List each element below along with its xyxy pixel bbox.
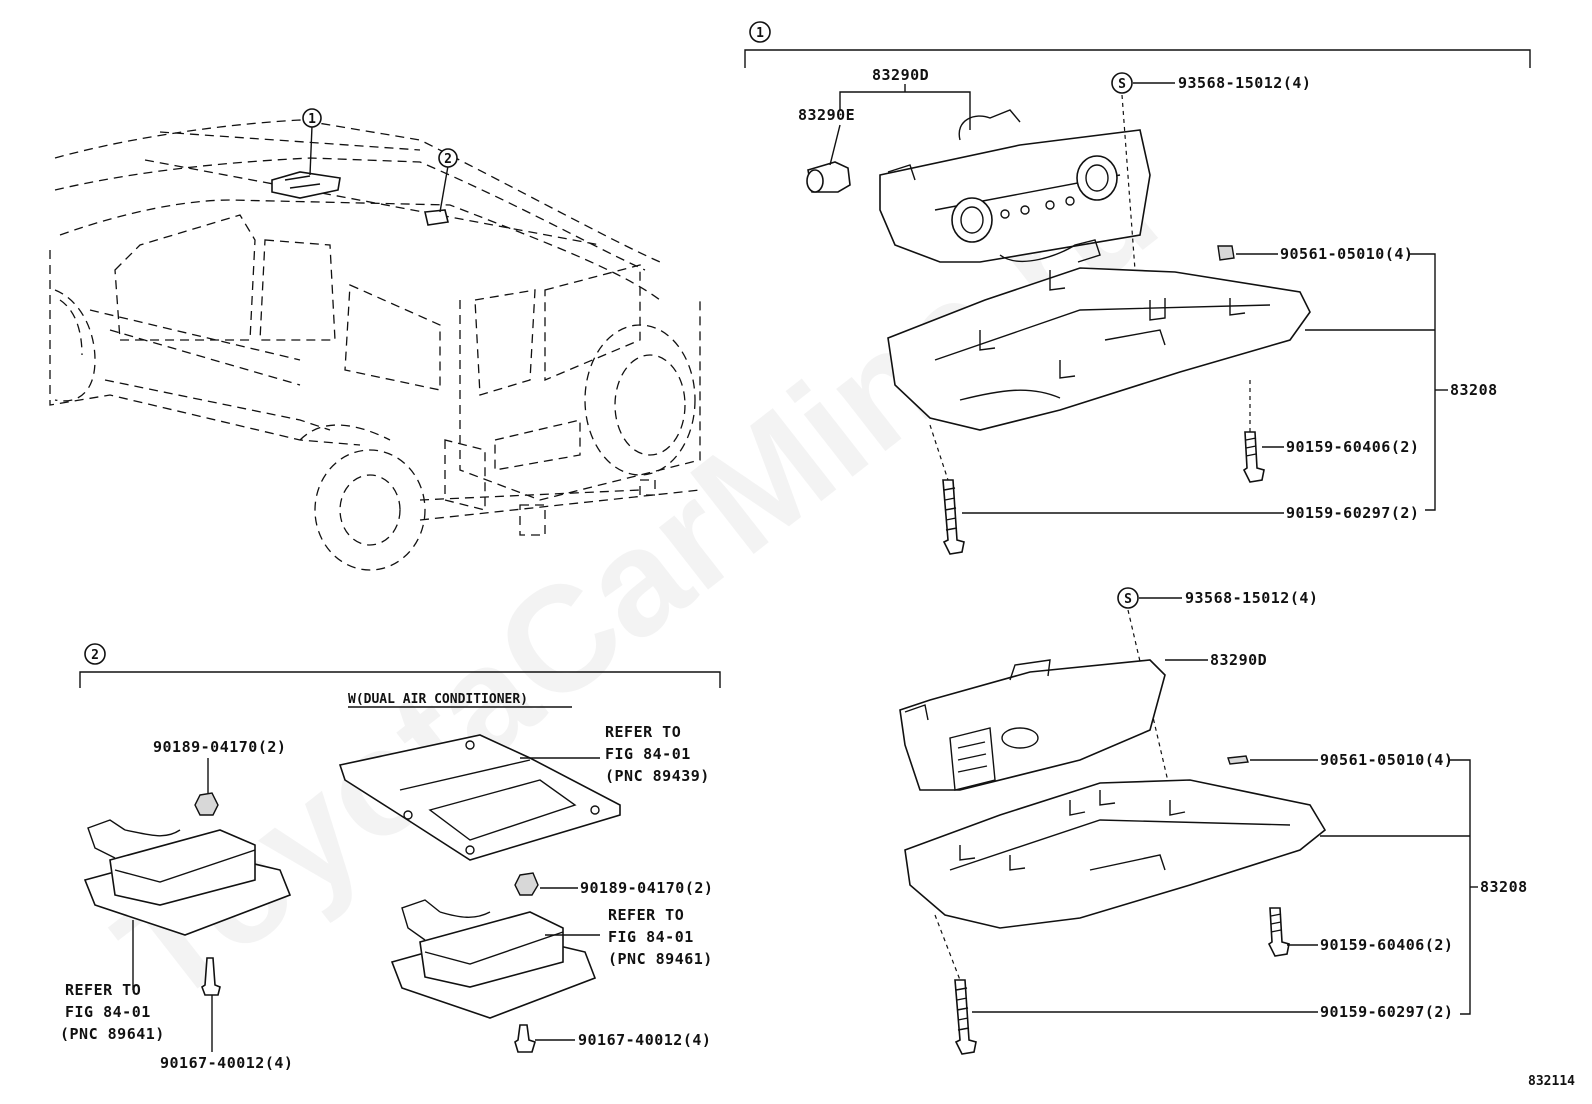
label-90189-top: 90189-04170(2) <box>153 738 286 756</box>
callout-1-section <box>749 21 771 43</box>
light-left-ref-line1: REFER TO <box>65 981 141 999</box>
callout-2-section-label: 2 <box>91 648 99 663</box>
bulb-part <box>806 161 851 193</box>
label-90167-left: 90167-40012(4) <box>160 1054 293 1072</box>
plate-ref-line3: (PNC 89439) <box>605 767 710 785</box>
label-90159-60297-top: 90159-60297(2) <box>1286 504 1419 522</box>
light-right-ref-line3: (PNC 89461) <box>608 950 713 968</box>
overhead-console-assembly-bottom <box>899 659 1166 791</box>
callout-2-section <box>84 643 106 665</box>
service-callout-top <box>1111 72 1133 94</box>
label-90167-right: 90167-40012(4) <box>578 1031 711 1049</box>
mounting-bracket-bottom <box>904 779 1327 929</box>
nut-part-top <box>194 792 219 816</box>
service-callout-bottom-label: S <box>1124 592 1132 607</box>
clip-part-bottom <box>1227 755 1249 765</box>
section-1-bracket <box>744 49 1531 68</box>
room-light-left <box>83 819 292 936</box>
light-left-ref-line2: FIG 84-01 <box>65 1003 151 1021</box>
label-83208-bottom: 83208 <box>1480 878 1528 896</box>
room-light-right <box>390 899 597 1019</box>
callout-1-section-label: 1 <box>756 26 764 41</box>
plate-ref-line1: REFER TO <box>605 723 681 741</box>
overhead-console-assembly-top <box>879 109 1151 263</box>
screw-part-bottom-a <box>1267 907 1290 957</box>
mounting-bracket-top <box>887 267 1311 431</box>
screw-part-bottom-b <box>954 979 977 1055</box>
diagram-id: 832114 <box>1528 1074 1575 1089</box>
label-93568-top: 93568-15012(4) <box>1178 74 1311 92</box>
service-callout-bottom <box>1117 587 1139 609</box>
label-90159-60297-bottom: 90159-60297(2) <box>1320 1003 1453 1021</box>
label-83290D-top: 83290D <box>872 66 929 84</box>
screw-part-top-a <box>1242 431 1265 483</box>
clip-part-top <box>1217 245 1235 261</box>
callout-2-vehicle <box>438 148 458 168</box>
light-left-ref-line3: (PNC 89641) <box>60 1025 165 1043</box>
callout-1-vehicle <box>302 108 322 128</box>
callout-1-vehicle-label: 1 <box>308 112 316 127</box>
screw-part-right <box>514 1024 536 1053</box>
label-83290D-bottom: 83290D <box>1210 651 1267 669</box>
label-83208-top: 83208 <box>1450 381 1498 399</box>
label-90561-top: 90561-05010(4) <box>1280 245 1413 263</box>
label-90159-60406-top: 90159-60406(2) <box>1286 438 1419 456</box>
label-90189-mid: 90189-04170(2) <box>580 879 713 897</box>
section-2-bracket <box>79 671 721 688</box>
label-90561-bottom: 90561-05010(4) <box>1320 751 1453 769</box>
condition-label: W(DUAL AIR CONDITIONER) <box>348 692 528 707</box>
label-83290E-top: 83290E <box>798 106 855 124</box>
callout-2-vehicle-label: 2 <box>444 152 452 167</box>
plate-ref-line2: FIG 84-01 <box>605 745 691 763</box>
screw-part-left <box>201 957 221 996</box>
label-90159-60406-bottom: 90159-60406(2) <box>1320 936 1453 954</box>
label-93568-bottom: 93568-15012(4) <box>1185 589 1318 607</box>
light-right-ref-line2: FIG 84-01 <box>608 928 694 946</box>
mounting-plate <box>338 734 621 861</box>
screw-part-top-b <box>942 479 965 555</box>
vehicle-outline <box>49 119 701 571</box>
service-callout-top-label: S <box>1118 77 1126 92</box>
light-right-ref-line1: REFER TO <box>608 906 684 924</box>
nut-part-mid <box>514 872 539 896</box>
